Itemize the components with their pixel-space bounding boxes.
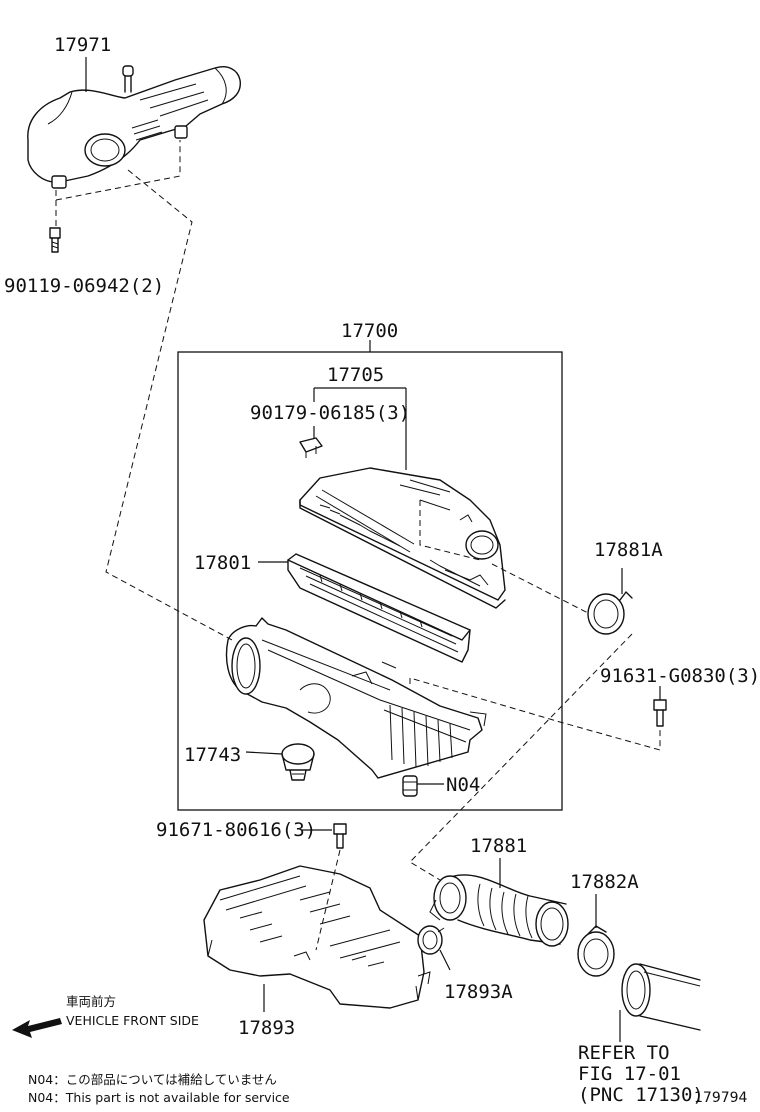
dash-17971-mount xyxy=(55,140,181,201)
hose-17881 xyxy=(429,874,569,947)
label-90179: 90179-06185(3) xyxy=(250,402,410,424)
label-refer-3: (PNC 17130) xyxy=(578,1084,704,1106)
label-90119: 90119-06942(2) xyxy=(4,275,164,297)
leader-17743 xyxy=(245,751,283,755)
lower-case xyxy=(225,617,661,779)
note-jp: N04：この部品については補給していません xyxy=(28,1072,277,1087)
bolt-90119 xyxy=(49,227,61,253)
clamp-17882A xyxy=(577,925,615,977)
note-en: N04：This part is not available for servi… xyxy=(28,1090,290,1105)
label-17971: 17971 xyxy=(54,34,111,56)
front-arrow-icon xyxy=(12,1018,62,1038)
figure-id: 179794 xyxy=(694,1090,748,1106)
tray-17893 xyxy=(203,865,431,1009)
clamp-17893A xyxy=(417,925,445,955)
label-17881: 17881 xyxy=(470,835,527,857)
label-17893: 17893 xyxy=(238,1017,295,1039)
intake-duct-17971 xyxy=(27,65,241,189)
upper-cover-17705 xyxy=(299,467,506,609)
label-91671: 91671-80616(3) xyxy=(156,819,316,841)
label-17801: 17801 xyxy=(194,552,251,574)
label-17893A: 17893A xyxy=(444,981,513,1003)
filter-element-17801 xyxy=(287,553,471,663)
bolt-91631 xyxy=(653,699,667,727)
leader-17893A xyxy=(439,949,451,971)
label-17700: 17700 xyxy=(341,320,398,342)
label-n04: N04 xyxy=(446,774,480,796)
bolt-91671 xyxy=(333,823,347,849)
clip-90179 xyxy=(299,437,323,458)
dash-cover-to-clamp xyxy=(491,563,591,615)
pipe-reference xyxy=(621,963,701,1031)
label-refer-1: REFER TO xyxy=(578,1042,670,1064)
dash-duct-to-case xyxy=(105,169,233,641)
front-label-jp: 車両前方 xyxy=(66,994,116,1009)
front-label-en: VEHICLE FRONT SIDE xyxy=(66,1013,199,1028)
dash-clamp-to-hose xyxy=(409,633,633,881)
label-17743: 17743 xyxy=(184,744,241,766)
label-17882A: 17882A xyxy=(570,871,639,893)
grommet-n04 xyxy=(402,775,418,797)
label-17705: 17705 xyxy=(327,364,384,386)
dash-91671 xyxy=(315,849,341,951)
label-17881A: 17881A xyxy=(594,539,663,561)
bracket-17705 xyxy=(313,387,407,470)
clamp-17881A xyxy=(587,591,633,635)
label-91631: 91631-G0830(3) xyxy=(600,665,760,687)
valve-17743 xyxy=(281,743,315,781)
label-refer-2: FIG 17-01 xyxy=(578,1063,681,1085)
